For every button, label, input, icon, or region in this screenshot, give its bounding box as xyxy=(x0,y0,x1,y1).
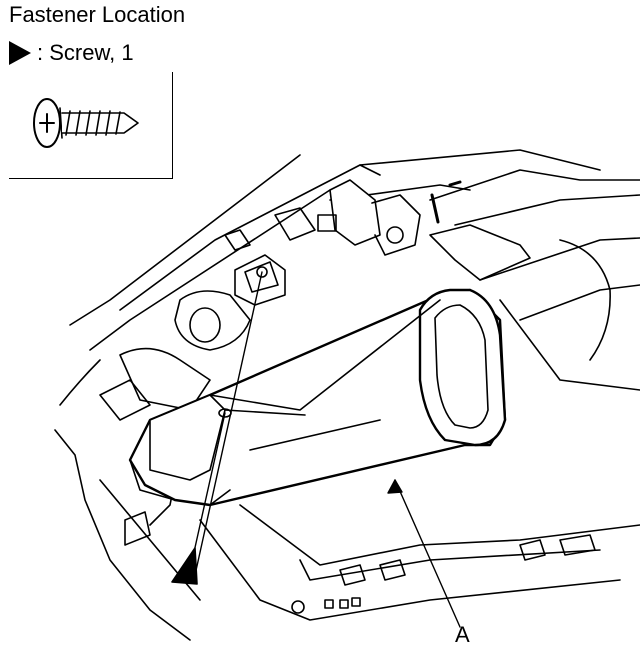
legend-triangle-icon xyxy=(9,41,31,65)
callout-label-a: A xyxy=(455,622,470,647)
screw-icon xyxy=(33,98,139,148)
leader-lines xyxy=(189,271,461,628)
upper-bracket-assembly xyxy=(224,179,531,281)
fastener-legend: : Screw, 1 xyxy=(9,40,134,66)
location-pointer-icon xyxy=(171,547,198,585)
main-duct-part-a xyxy=(128,288,507,507)
screw-inset-box xyxy=(9,72,173,179)
diagram-title: Fastener Location xyxy=(9,2,186,27)
lower-dash-structure xyxy=(199,504,640,621)
legend-text: : Screw, 1 xyxy=(37,40,134,65)
